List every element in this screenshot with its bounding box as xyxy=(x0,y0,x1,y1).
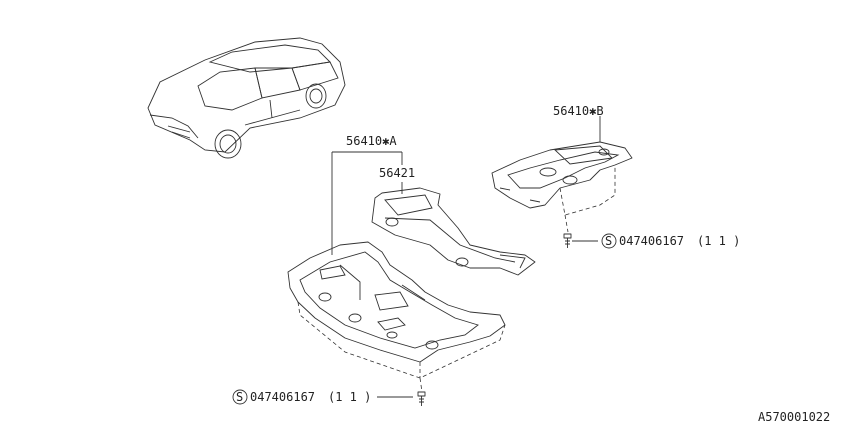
car-illustration xyxy=(147,37,346,159)
screw-callout-right: S 047406167 (1 1 ) xyxy=(601,233,740,249)
label-56410-b: 56410✱B xyxy=(553,104,604,118)
label-56421: 56421 xyxy=(379,166,415,180)
undercover-rear-part xyxy=(371,187,536,276)
leader-lines xyxy=(331,116,601,398)
bolt-icon xyxy=(563,233,572,248)
screw-callout-bottom: S 047406167 (1 1 ) xyxy=(232,389,371,405)
label-56410-a: 56410✱A xyxy=(346,134,397,148)
screw-symbol: S xyxy=(236,390,243,404)
bolt-icon xyxy=(417,391,426,406)
screw-quantity: (1 1 ) xyxy=(328,390,371,404)
screw-part-number: 047406167 xyxy=(619,234,684,248)
screw-symbol: S xyxy=(605,234,612,248)
undercover-b-part xyxy=(491,141,633,233)
diagram-id: A570001022 xyxy=(758,410,830,424)
undercover-a-part xyxy=(287,241,506,393)
screw-part-number: 047406167 xyxy=(250,390,315,404)
screw-quantity: (1 1 ) xyxy=(697,234,740,248)
